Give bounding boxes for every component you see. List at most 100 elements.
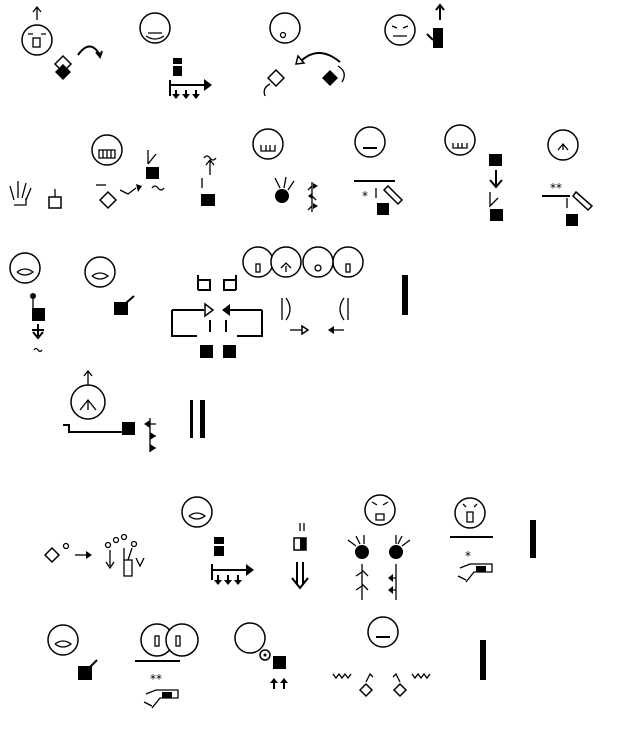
head-icon (302, 246, 334, 278)
head-icon (252, 128, 284, 160)
punctuation-bar-icon (200, 400, 205, 438)
sign-15 (63, 369, 156, 452)
up-arrow-icon (435, 3, 445, 20)
hand-icon (146, 167, 159, 179)
hand-icon (389, 545, 403, 559)
head-icon (9, 252, 41, 284)
arrowhead-icon (222, 304, 230, 316)
up-arrow-icon (83, 369, 93, 385)
sign-13 (84, 256, 135, 315)
contact-star-icon: ** (550, 181, 562, 195)
hand-icon (266, 68, 286, 88)
hand-icon (382, 184, 404, 206)
hand-icon (122, 422, 135, 435)
sign-11: ** (542, 129, 594, 226)
punctuation-bar-icon (530, 520, 536, 558)
hand-icon (490, 209, 503, 221)
hand-icon (392, 682, 408, 698)
hand-icon (273, 656, 286, 669)
down-arrow-icon (489, 170, 503, 189)
hand-icon (571, 190, 594, 212)
punctuation-bar-icon (480, 640, 486, 680)
contact-star-icon: * (362, 189, 368, 203)
curved-arrow-icon (299, 52, 341, 63)
hand-icon (200, 345, 213, 358)
hand-icon (32, 308, 45, 321)
hand-icon (43, 546, 61, 564)
head-icon (354, 126, 386, 158)
hand-icon (197, 275, 211, 291)
down-arrow-icon (291, 562, 309, 590)
sign-6 (91, 134, 165, 210)
punctuation-bar-icon (190, 400, 193, 438)
hand-icon (355, 545, 369, 559)
hand-icon (201, 194, 215, 206)
double-bar-punctuation (190, 400, 205, 438)
arrowhead-icon (204, 302, 215, 318)
hand-icon (223, 345, 236, 358)
head-icon (139, 12, 171, 44)
hand-icon (9, 181, 32, 206)
wavy-movement-icon (411, 672, 431, 680)
hand-icon (433, 28, 443, 48)
sign-18 (291, 523, 309, 590)
up-arrow-icon (32, 5, 42, 20)
sign-9: * (354, 126, 404, 215)
head-icon (384, 14, 416, 46)
hand-icon (358, 682, 374, 698)
hand-icon (143, 689, 179, 709)
sign-24 (332, 616, 431, 698)
hand-icon (114, 302, 128, 315)
sign-2 (139, 12, 212, 99)
sign-21 (47, 624, 98, 680)
hand-icon (214, 537, 224, 544)
sign-4 (384, 3, 445, 48)
hand-icon (123, 547, 133, 577)
head-icon (454, 497, 486, 529)
sign-7 (201, 155, 217, 206)
up-arrow-icon (205, 158, 215, 175)
sign-17 (181, 496, 254, 585)
contact-star-icon: * (465, 549, 471, 563)
sign-23 (234, 622, 288, 689)
head-icon (181, 496, 213, 528)
sign-10 (444, 124, 503, 221)
hand-icon (377, 203, 389, 215)
hand-icon (223, 275, 237, 291)
contact-star-icon: ** (150, 672, 162, 686)
head-icon (444, 124, 476, 156)
sign-1 (21, 5, 103, 80)
punctuation-bar-icon (402, 275, 408, 315)
movement-arrow-icon (119, 187, 137, 195)
hand-icon (489, 154, 502, 166)
hand-icon (173, 58, 182, 64)
movement-arrow-icon (361, 564, 369, 600)
head-icon (367, 616, 399, 648)
sign-12 (9, 252, 45, 353)
sign-14 (171, 246, 364, 358)
head-icon (269, 12, 301, 44)
down-arrow-icon (32, 324, 44, 340)
sign-16 (43, 533, 145, 577)
hand-icon (275, 189, 289, 203)
sign-5 (9, 181, 62, 209)
hand-icon (566, 214, 578, 226)
hand-icon (322, 70, 338, 86)
hand-icon (98, 190, 118, 210)
head-icon (47, 624, 79, 656)
head-icon (332, 246, 364, 278)
curved-arrow-icon (77, 45, 101, 56)
hand-icon (457, 563, 493, 583)
mouth-icon (32, 37, 41, 48)
head-icon (234, 622, 266, 654)
sign-3 (263, 12, 345, 97)
head-icon (84, 256, 116, 288)
hand-icon (48, 196, 62, 209)
wavy-movement-icon (332, 672, 352, 680)
head-icon (165, 623, 199, 657)
head-icon (21, 24, 53, 56)
sign-8 (252, 128, 318, 212)
sign-22: ** (135, 623, 199, 709)
